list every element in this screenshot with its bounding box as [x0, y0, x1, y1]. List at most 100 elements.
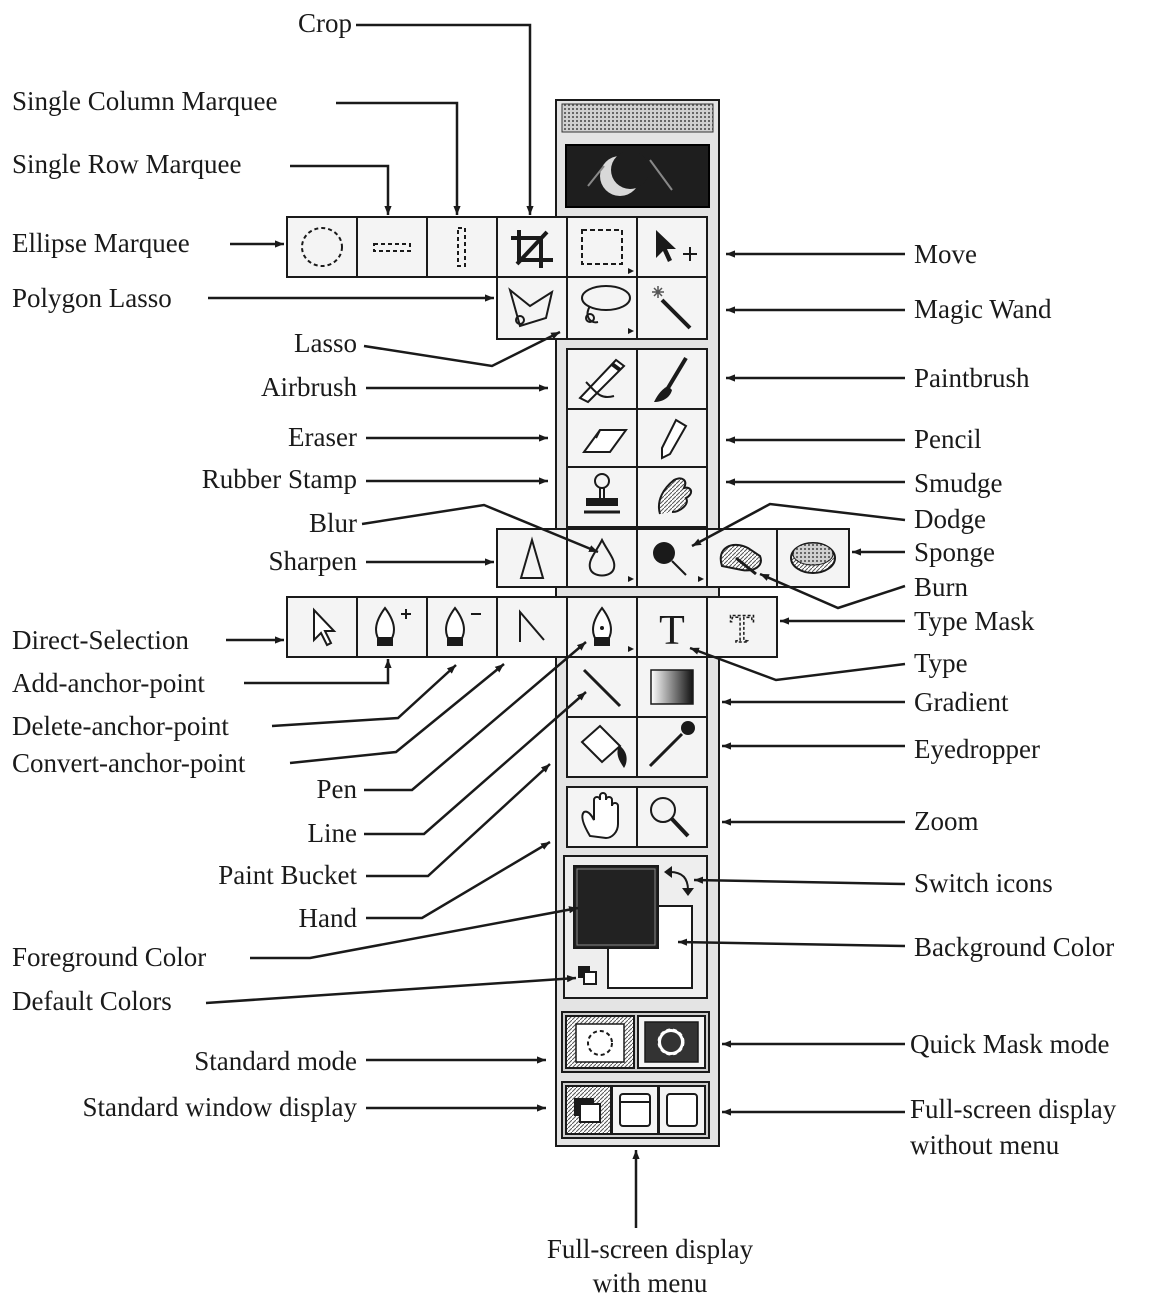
type-mask-tool[interactable]: T: [707, 597, 777, 657]
label-crop: Crop: [298, 8, 352, 38]
hand-leader: [366, 842, 550, 918]
burn-tool[interactable]: [707, 529, 777, 587]
label-fullscreen-with-menu-line2: with menu: [500, 1268, 800, 1298]
magic-wand-tool[interactable]: [637, 277, 707, 339]
add-anchor-point-tool[interactable]: [357, 597, 427, 657]
label-direct-selection: Direct-Selection: [12, 625, 189, 655]
standard-mode-button[interactable]: [566, 1016, 634, 1068]
sponge-tool[interactable]: [777, 529, 849, 587]
label-blur: Blur: [309, 508, 357, 538]
label-burn: Burn: [914, 572, 968, 602]
screen-mode-row: [562, 1082, 709, 1138]
color-swatch-area: [564, 856, 707, 998]
rectangular-marquee-tool[interactable]: [567, 217, 637, 277]
lasso-tool[interactable]: [567, 277, 637, 339]
standard-window-display-button[interactable]: [566, 1086, 611, 1134]
paint-tool-grid: [567, 349, 707, 527]
label-standard-mode: Standard mode: [194, 1046, 357, 1076]
paintbrush-tool[interactable]: [637, 349, 707, 409]
label-type: Type: [914, 648, 968, 678]
rubber-stamp-tool[interactable]: [567, 467, 637, 527]
switch-icons-leader: [694, 880, 905, 884]
lasso-row: [497, 277, 707, 339]
blur-tool[interactable]: [567, 529, 637, 587]
pencil-tool[interactable]: [637, 409, 707, 467]
convert-anchor-point-leader: [290, 664, 504, 763]
convert-anchor-point-tool[interactable]: [497, 597, 567, 657]
label-rubber-stamp: Rubber Stamp: [202, 464, 357, 494]
type-mask-glyph: T: [730, 606, 754, 651]
smudge-tool[interactable]: [637, 467, 707, 527]
label-fullscreen-without-menu-line1: Full-screen display: [910, 1094, 1116, 1124]
default-colors-leader: [206, 978, 576, 1003]
label-line: Line: [308, 818, 357, 848]
polygon-lasso-tool[interactable]: [497, 277, 567, 339]
label-switch-icons: Switch icons: [914, 868, 1053, 898]
label-ellipse-marquee: Ellipse Marquee: [12, 228, 190, 258]
pen-type-row: T T: [287, 597, 777, 657]
single-row-marquee-tool[interactable]: [357, 217, 427, 277]
label-paint-bucket: Paint Bucket: [218, 860, 357, 890]
label-convert-anchor-point: Convert-anchor-point: [12, 748, 245, 778]
delete-anchor-point-leader: [272, 665, 456, 726]
fullscreen-with-menu-button[interactable]: [612, 1086, 658, 1134]
label-type-mask: Type Mask: [914, 606, 1034, 636]
paint-bucket-tool[interactable]: [567, 717, 637, 777]
label-dodge: Dodge: [914, 504, 986, 534]
label-delete-anchor-point: Delete-anchor-point: [12, 711, 229, 741]
foreground-color-swatch[interactable]: [574, 866, 658, 948]
move-tool[interactable]: [637, 217, 707, 277]
airbrush-tool[interactable]: [567, 349, 637, 409]
add-anchor-point-leader: [244, 659, 388, 683]
sharpen-tool[interactable]: [497, 529, 567, 587]
view-tool-row: [567, 787, 707, 847]
label-single-row-marquee: Single Row Marquee: [12, 149, 241, 179]
label-smudge: Smudge: [914, 468, 1003, 498]
label-eraser: Eraser: [288, 422, 357, 452]
dodge-tool[interactable]: [637, 529, 707, 587]
pen-leader: [364, 642, 586, 790]
hand-tool[interactable]: [567, 787, 637, 847]
type-tool[interactable]: T: [637, 597, 707, 657]
toolbox-title-bar[interactable]: [562, 104, 713, 132]
fill-tool-grid: [567, 657, 707, 777]
toning-row: [497, 529, 849, 587]
direct-selection-tool[interactable]: [287, 597, 357, 657]
label-background-color: Background Color: [914, 932, 1114, 962]
label-add-anchor-point: Add-anchor-point: [12, 668, 205, 698]
label-airbrush: Airbrush: [261, 372, 357, 402]
label-foreground-color: Foreground Color: [12, 942, 206, 972]
label-fullscreen-without-menu-line2: without menu: [910, 1130, 1059, 1160]
crop-leader: [356, 25, 530, 215]
label-single-column-marquee: Single Column Marquee: [12, 86, 277, 116]
crop-tool[interactable]: [497, 217, 567, 277]
label-sharpen: Sharpen: [269, 546, 357, 576]
eraser-tool[interactable]: [567, 409, 637, 467]
label-hand: Hand: [299, 903, 357, 933]
label-standard-window-display: Standard window display: [83, 1092, 357, 1122]
label-lasso: Lasso: [294, 328, 357, 358]
fullscreen-without-menu-button[interactable]: [659, 1086, 705, 1134]
label-fullscreen-with-menu-line1: Full-screen display: [500, 1234, 800, 1264]
quick-mask-mode-button[interactable]: [638, 1016, 705, 1068]
gradient-tool[interactable]: [637, 657, 707, 717]
label-default-colors: Default Colors: [12, 986, 172, 1016]
label-zoom: Zoom: [914, 806, 979, 836]
mode-row: [562, 1012, 709, 1072]
label-paintbrush: Paintbrush: [914, 363, 1030, 393]
line-leader: [364, 692, 586, 834]
label-pen: Pen: [317, 774, 358, 804]
line-tool[interactable]: [567, 657, 637, 717]
label-eyedropper: Eyedropper: [914, 734, 1040, 764]
label-pencil: Pencil: [914, 424, 982, 454]
app-logo-icon[interactable]: [566, 145, 709, 207]
zoom-tool[interactable]: [637, 787, 707, 847]
single-column-marquee-leader: [336, 103, 457, 215]
single-row-marquee-leader: [290, 166, 388, 215]
single-column-marquee-tool[interactable]: [427, 217, 497, 277]
eyedropper-tool[interactable]: [637, 717, 707, 777]
delete-anchor-point-tool[interactable]: [427, 597, 497, 657]
label-move: Move: [914, 239, 977, 269]
ellipse-marquee-tool[interactable]: [287, 217, 357, 277]
